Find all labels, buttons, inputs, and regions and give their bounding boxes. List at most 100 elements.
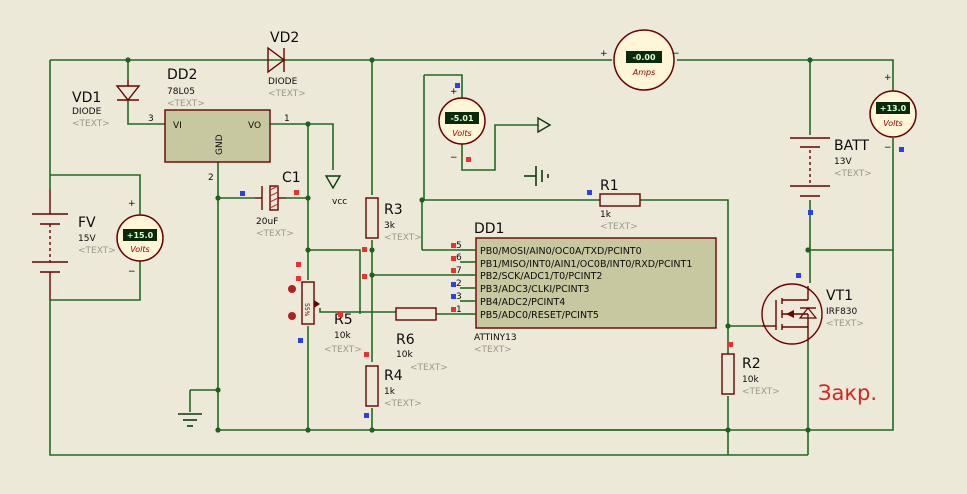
dd1-pin-name: PB3/ADC3/CLKI/PCINT3: [480, 284, 589, 295]
vt1-ref: VT1: [826, 288, 853, 304]
r3-value: 3k: [384, 221, 396, 231]
r5-down-button[interactable]: [288, 312, 296, 320]
vd2-diode[interactable]: VD2 DIODE <TEXT>: [267, 30, 306, 99]
dd2-pin-vi: VI: [173, 121, 182, 131]
vd1-type: DIODE: [72, 107, 102, 117]
voltmeter-fv-minus: −: [128, 267, 136, 277]
batt-text: <TEXT>: [834, 169, 872, 179]
ground-icon: [178, 413, 202, 427]
voltmeter-mid[interactable]: -5.01 Volts + −: [438, 87, 486, 163]
wires: [49, 59, 894, 456]
vt1-mosfet[interactable]: VT1 IRF830 <TEXT>: [761, 283, 864, 345]
ammeter-reading: -0.00: [632, 53, 655, 62]
r5-up-button[interactable]: [288, 285, 296, 293]
dd1-type: ATTINY13: [474, 333, 517, 343]
dd1-pin-num: 2: [456, 279, 462, 289]
ammeter-minus: −: [672, 49, 680, 59]
c1-text: <TEXT>: [256, 229, 294, 239]
vt1-text: <TEXT>: [826, 319, 864, 329]
fv-value: 15V: [78, 234, 96, 244]
dd2-pin-vo: VO: [248, 121, 261, 131]
junction-dots: [125, 57, 813, 433]
r3-text: <TEXT>: [384, 233, 422, 243]
dd2-pin2: 2: [208, 173, 214, 183]
r6-value: 10k: [396, 350, 413, 360]
r1-ref: R1: [600, 178, 619, 194]
r4-text: <TEXT>: [384, 399, 422, 409]
r5-ref: R5: [334, 312, 353, 328]
r1-value: 1k: [600, 210, 612, 220]
fv-text: <TEXT>: [78, 246, 116, 256]
r5-value: 10k: [334, 331, 351, 341]
r5-text: <TEXT>: [324, 345, 362, 355]
dd1-ref: DD1: [474, 221, 504, 237]
r1-resistor[interactable]: R1 1k <TEXT>: [599, 178, 641, 232]
r3-ref: R3: [384, 202, 403, 218]
r4-ref: R4: [384, 368, 403, 384]
fv-ref: FV: [78, 215, 96, 231]
voltmeter-batt-minus: −: [884, 143, 892, 153]
c1-capacitor[interactable]: C1 20uF <TEXT>: [255, 170, 301, 239]
vd2-text: <TEXT>: [268, 89, 306, 99]
dd1-pin-num: 7: [456, 266, 462, 276]
dd1-pin-num: 3: [456, 292, 462, 302]
dd1-text: <TEXT>: [474, 345, 512, 355]
ammeter-plus: +: [600, 49, 608, 59]
dd1-pin-num: 5: [456, 241, 462, 251]
voltmeter-fv-reading: +15.0: [127, 231, 154, 240]
r4-value: 1k: [384, 387, 396, 397]
dd2-type: 78L05: [167, 87, 195, 97]
vd1-diode[interactable]: VD1 DIODE <TEXT>: [72, 80, 141, 129]
r5-percent: 55%: [303, 303, 310, 317]
voltmeter-batt-plus: +: [884, 73, 892, 83]
vd2-type: DIODE: [268, 77, 298, 87]
c1-ref: C1: [282, 170, 301, 186]
batt-battery[interactable]: BATT 13V <TEXT>: [790, 137, 872, 197]
voltmeter-mid-plus: +: [450, 87, 458, 97]
voltmeter-batt-reading: +13.0: [880, 104, 907, 113]
r2-text: <TEXT>: [742, 387, 780, 397]
dd1-pin-list: 5 PB0/MOSI/AIN0/OC0A/TXD/PCINT0 6 PB1/MI…: [456, 241, 692, 321]
dd1-microcontroller[interactable]: DD1 ATTINY13 <TEXT> 5 PB0/MOSI/AIN0/OC0A…: [456, 221, 717, 355]
r6-text: <TEXT>: [410, 363, 448, 373]
voltmeter-fv-unit: Volts: [130, 245, 149, 254]
voltmeter-batt[interactable]: +13.0 Volts + −: [869, 73, 917, 153]
r2-resistor[interactable]: R2 10k <TEXT>: [721, 353, 780, 397]
batt-value: 13V: [834, 157, 852, 167]
status-label: Закр.: [818, 381, 877, 405]
dd1-pin-name: PB0/MOSI/AIN0/OC0A/TXD/PCINT0: [480, 246, 642, 257]
vd1-ref: VD1: [72, 90, 101, 106]
r6-resistor[interactable]: R6 10k <TEXT>: [395, 307, 448, 373]
dd2-regulator[interactable]: VI VO GND 3 1 2 DD2 78L05 <TEXT>: [148, 67, 290, 183]
r4-resistor[interactable]: R4 1k <TEXT>: [365, 365, 422, 409]
dd1-pin-name: PB2/SCK/ADC1/T0/PCINT2: [480, 271, 602, 282]
voltmeter-fv-plus: +: [128, 199, 136, 209]
fv-source[interactable]: FV 15V <TEXT>: [32, 190, 116, 300]
dd1-pin-name: PB5/ADC0/RESET/PCINT5: [480, 310, 599, 321]
voltmeter-batt-unit: Volts: [883, 119, 902, 128]
r2-value: 10k: [742, 375, 759, 385]
voltmeter-mid-minus: −: [450, 153, 458, 163]
vt1-type: IRF830: [826, 307, 858, 317]
voltmeter-mid-reading: -5.01: [450, 114, 473, 123]
voltmeter-fv[interactable]: +15.0 Volts + −: [116, 199, 164, 277]
dd1-pin-name: PB1/MISO/INT0/AIN1/OC0B/INT0/RXD/PCINT1: [480, 259, 692, 270]
logic-probes: [240, 83, 904, 418]
r6-ref: R6: [396, 332, 415, 348]
small-battery-symbol: [524, 166, 549, 186]
dd1-pin-num: 1: [456, 305, 462, 315]
batt-ref: BATT: [834, 138, 869, 154]
vcc-terminal: vcc: [324, 175, 347, 207]
r5-potentiometer[interactable]: 55% R5 10k <TEXT>: [288, 281, 362, 355]
terminal-arrow: [537, 116, 552, 134]
c1-value: 20uF: [256, 217, 278, 227]
r1-text: <TEXT>: [600, 222, 638, 232]
dd2-ref: DD2: [167, 67, 197, 83]
voltmeter-mid-unit: Volts: [452, 129, 471, 138]
ammeter[interactable]: -0.00 Amps + −: [600, 29, 680, 91]
dd2-pin-gnd: GND: [215, 134, 225, 155]
ammeter-unit: Amps: [632, 68, 656, 77]
r3-resistor[interactable]: R3 3k <TEXT>: [365, 197, 422, 243]
